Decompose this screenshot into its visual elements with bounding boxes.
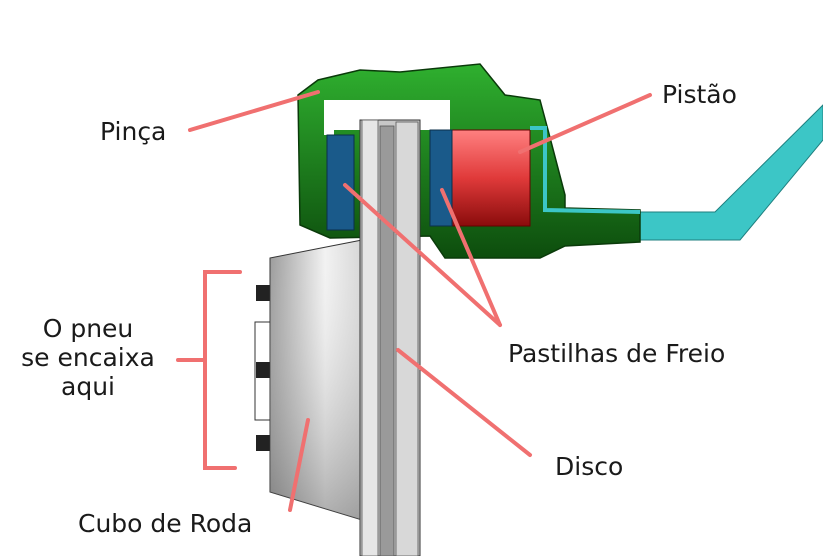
brake-disc bbox=[359, 119, 421, 556]
left-brake-pad bbox=[326, 134, 355, 231]
label-tire-line2: se encaixa bbox=[21, 343, 155, 372]
label-tire-line3: aqui bbox=[61, 372, 115, 401]
label-tire-line1: O pneu bbox=[43, 314, 134, 343]
wheel-hub bbox=[254, 239, 363, 521]
label-disc: Disco bbox=[555, 452, 623, 481]
label-brake-pads: Pastilhas de Freio bbox=[508, 339, 725, 368]
label-caliper: Pinça bbox=[100, 117, 166, 146]
brake-hose bbox=[629, 104, 823, 241]
right-brake-pad bbox=[429, 129, 453, 227]
piston bbox=[449, 129, 531, 227]
label-wheel-hub: Cubo de Roda bbox=[78, 509, 252, 538]
leader-lines bbox=[176, 90, 652, 512]
label-piston: Pistão bbox=[662, 80, 737, 109]
